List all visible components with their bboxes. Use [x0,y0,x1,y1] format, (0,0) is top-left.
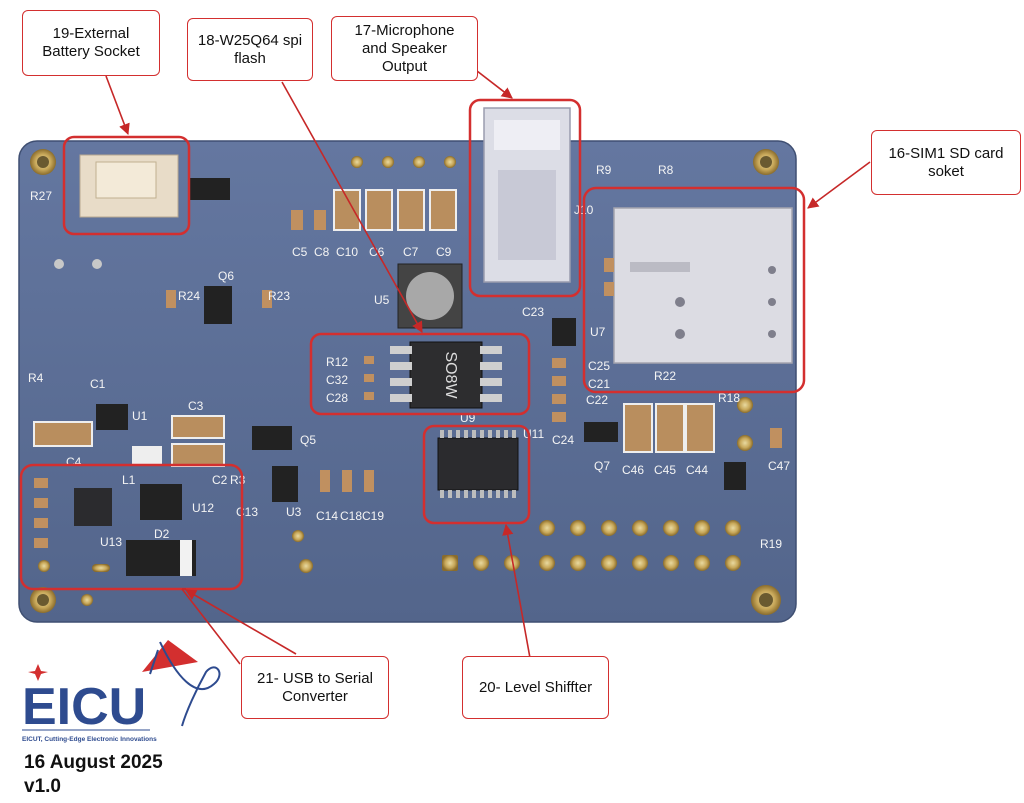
battery-socket [79,154,230,218]
label-c32: C32 [326,373,348,387]
callout-usb-serial: 21- USB to Serial Converter [241,656,389,719]
label-c4: C4 [66,455,82,469]
label-r12: R12 [326,355,348,369]
header-pins [442,520,741,571]
label-c1: C1 [90,377,106,391]
highlight-battery-socket [62,135,191,236]
callout-mic-speaker: 17-Microphone and Speaker Output [331,16,478,81]
q6-transistor [166,286,272,324]
label-u13: U13 [100,535,122,549]
callout-level-shifter: 20- Level Shiffter [462,656,609,719]
label-r27: R27 [30,189,52,203]
level-shifter-chip [437,430,519,498]
label-c25: C25 [588,359,610,373]
label-r4: R4 [28,371,44,385]
callout-spi-flash: 18-W25Q64 spi flash [187,18,313,81]
logo-wordmark: EICU [22,678,146,736]
u5-inductor [397,263,463,329]
label-r18: R18 [718,391,740,405]
vias [54,156,753,606]
flash-chip-marking: SO8W [442,351,459,399]
label-c19: C19 [362,509,384,523]
label-c5: C5 [292,245,308,259]
usb-serial-components [34,478,196,576]
label-r9: R9 [596,163,612,177]
flash-chip: SO8W [364,341,502,409]
label-r24: R24 [178,289,200,303]
sim-socket [613,207,793,364]
label-u3: U3 [286,505,302,519]
highlight-boxes [19,98,806,591]
right-components [552,258,782,490]
highlight-audio-jack [468,98,582,298]
label-c47: C47 [768,459,790,473]
label-c13: C13 [236,505,258,519]
logo-tagline: EICUT, Cutting-Edge Electronic Innovatio… [22,736,157,743]
label-l1: L1 [122,473,136,487]
logo-star-icon [28,664,48,681]
label-c8: C8 [314,245,330,259]
label-c21: C21 [588,377,610,391]
label-r19: R19 [760,537,782,551]
arrow-usb-serial [185,589,297,655]
footer-date: 16 August 2025 [24,752,163,773]
footer-version: v1.0 [24,776,61,797]
label-c46: C46 [622,463,644,477]
label-u7: U7 [590,325,606,339]
highlight-usb-serial [19,463,244,591]
highlight-sim-socket [582,186,806,394]
label-c9: C9 [436,245,452,259]
highlight-level-shifter [422,424,531,525]
label-c3: C3 [188,399,204,413]
label-r22: R22 [654,369,676,383]
label-u1: U1 [132,409,148,423]
label-c44: C44 [686,463,708,477]
label-c28: C28 [326,391,348,405]
label-q7: Q7 [594,459,610,473]
mounting-holes [30,149,781,615]
label-c22: C22 [586,393,608,407]
label-r8: R8 [658,163,674,177]
eicu-logo: EICU EICUT, Cutting-Edge Electronic Inno… [22,640,221,743]
highlight-flash [309,332,531,416]
label-u12: U12 [192,501,214,515]
label-u5: U5 [374,293,390,307]
left-components [33,404,374,502]
callout-arrows [105,63,871,665]
label-q6: Q6 [218,269,234,283]
audio-jack [483,107,571,283]
label-c24: C24 [552,433,574,447]
label-c14: C14 [316,509,338,523]
logo-sail-icon [142,640,198,672]
callout-sim-socket: 16-SIM1 SD card soket [871,130,1021,195]
callout-battery-socket: 19-External Battery Socket [22,10,160,76]
label-r3: R3 [230,473,246,487]
label-c18: C18 [340,509,362,523]
label-c45: C45 [654,463,676,477]
label-c23: C23 [522,305,544,319]
label-r23: R23 [268,289,290,303]
label-q5: Q5 [300,433,316,447]
label-c2: C2 [212,473,228,487]
label-c7: C7 [403,245,419,259]
label-c10: C10 [336,245,358,259]
label-d2: D2 [154,527,170,541]
